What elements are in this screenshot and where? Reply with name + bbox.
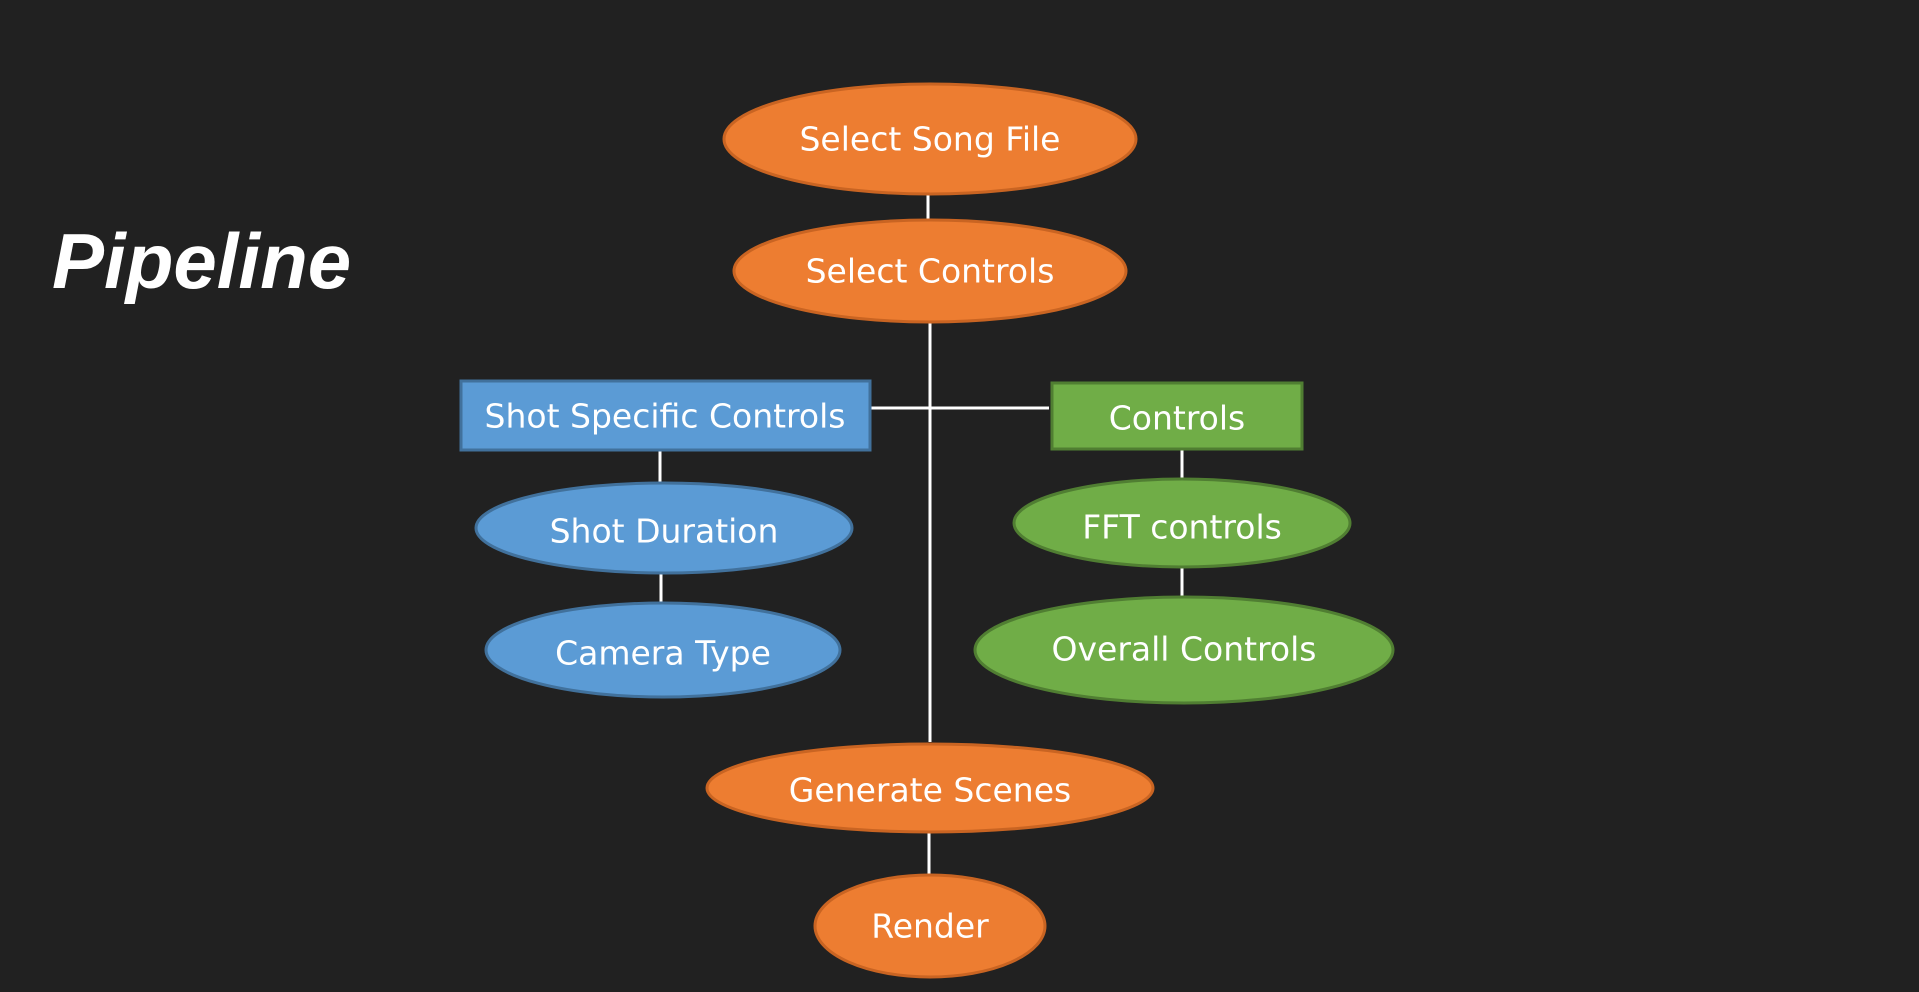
node-select-controls: Select Controls — [732, 218, 1128, 324]
node-shot-specific-controls-label: Shot Specific Controls — [485, 397, 846, 436]
node-controls-label: Controls — [1109, 399, 1245, 438]
node-render: Render — [813, 873, 1047, 979]
node-render-label: Render — [871, 907, 989, 946]
node-camera-type-label: Camera Type — [555, 634, 771, 673]
node-shot-duration-label: Shot Duration — [550, 512, 779, 551]
node-shot-duration: Shot Duration — [474, 481, 854, 575]
node-camera-type: Camera Type — [484, 601, 842, 699]
node-select-song-file-label: Select Song File — [799, 120, 1060, 159]
node-overall-controls-label: Overall Controls — [1052, 630, 1317, 669]
node-controls: Controls — [1050, 381, 1304, 451]
node-generate-scenes: Generate Scenes — [705, 742, 1155, 834]
node-fft-controls-label: FFT controls — [1082, 508, 1282, 547]
node-shot-specific-controls: Shot Specific Controls — [459, 379, 872, 452]
node-overall-controls: Overall Controls — [973, 595, 1395, 705]
node-select-controls-label: Select Controls — [806, 252, 1055, 291]
page-title: Pipeline — [52, 217, 352, 305]
node-select-song-file: Select Song File — [722, 82, 1138, 196]
node-generate-scenes-label: Generate Scenes — [789, 771, 1071, 810]
node-fft-controls: FFT controls — [1012, 477, 1352, 569]
